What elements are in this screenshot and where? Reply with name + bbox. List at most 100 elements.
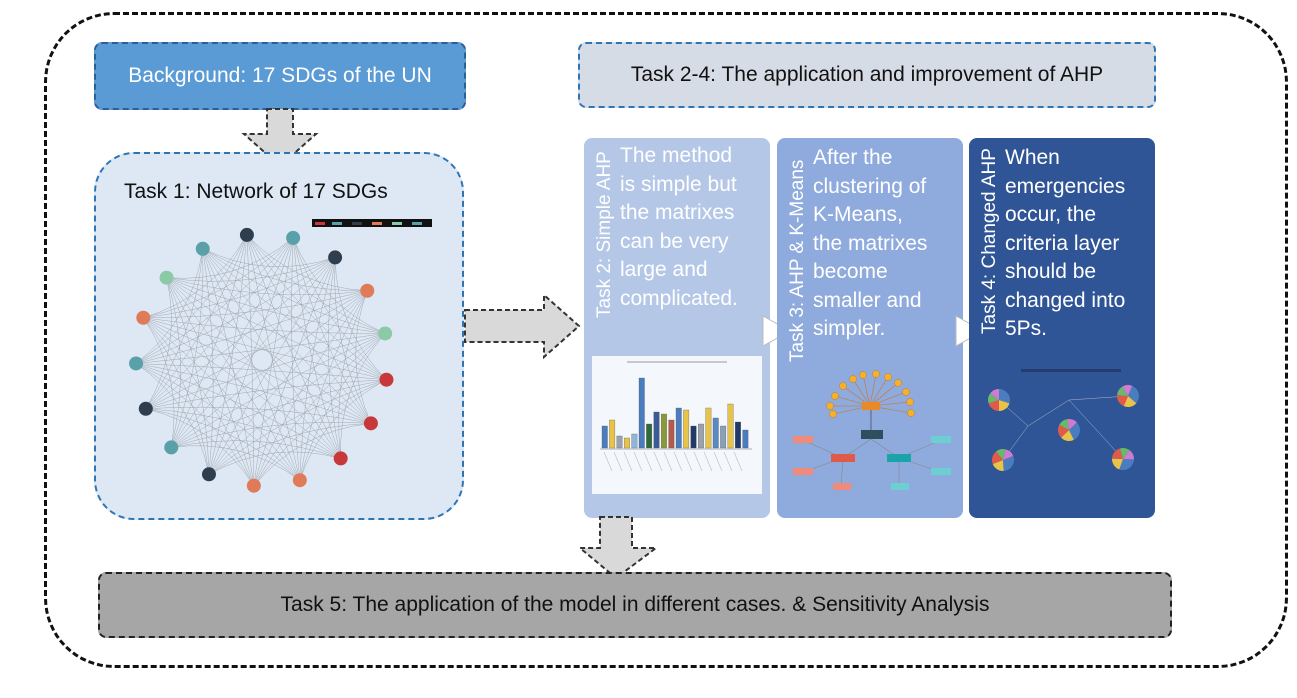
thumbnail-bar bbox=[609, 419, 616, 449]
text-line: changed into bbox=[1005, 288, 1126, 312]
panel-simple-ahp-label: Task 2: Simple AHP bbox=[594, 151, 615, 318]
panel-changed-ahp-text: When emergencies occur, the criteria lay… bbox=[1005, 144, 1125, 344]
network-node bbox=[360, 283, 375, 298]
task24-header: Task 2-4: The application and improvemen… bbox=[578, 42, 1156, 108]
pie-slice bbox=[1112, 448, 1123, 459]
thumbnail-bar bbox=[712, 417, 719, 449]
text-line: emergencies bbox=[1005, 174, 1126, 198]
thumbnail-bar bbox=[727, 403, 734, 449]
network-node bbox=[286, 230, 301, 245]
thumbnail-bar bbox=[646, 423, 653, 449]
panel-ahp-kmeans-label: Task 3: AHP & K-Means bbox=[787, 159, 808, 362]
pie-slice bbox=[1058, 424, 1069, 438]
text-line: should be bbox=[1005, 260, 1097, 283]
network-node bbox=[201, 467, 216, 482]
text-line: criteria layer bbox=[1005, 231, 1120, 255]
panel-changed-ahp: Task 4: Changed AHP When emergencies occ… bbox=[969, 138, 1155, 518]
text-line: 5Ps. bbox=[1005, 317, 1048, 340]
network-node bbox=[239, 227, 254, 242]
thumbnail-bar bbox=[653, 411, 660, 449]
text-line: The method bbox=[620, 144, 733, 167]
thumbnail-bar bbox=[698, 423, 704, 449]
network-node bbox=[129, 356, 144, 371]
network-node bbox=[195, 241, 210, 256]
text-line: is simple but bbox=[620, 172, 737, 196]
network-legend-bar bbox=[312, 219, 432, 227]
task24-label: Task 2-4: The application and improvemen… bbox=[630, 63, 1104, 86]
network-node bbox=[138, 401, 153, 416]
thumbnail-bar bbox=[705, 407, 712, 449]
outer-frame bbox=[44, 12, 1288, 668]
thumbnail-bar bbox=[742, 429, 749, 449]
thumbnail-bar bbox=[638, 377, 645, 449]
pie-charts-thumbnail bbox=[988, 369, 1139, 471]
pie-slice bbox=[996, 449, 1006, 460]
thumbnail-bar bbox=[683, 409, 690, 449]
pie-slice bbox=[1117, 386, 1128, 396]
network-node bbox=[292, 473, 307, 488]
panel-ahp-kmeans-text: After the clustering of K-Means, the mat… bbox=[813, 144, 927, 344]
text-line: the matrixes bbox=[813, 231, 928, 255]
pie-slice bbox=[1128, 385, 1139, 404]
network-edges bbox=[135, 234, 387, 486]
network-node bbox=[328, 250, 343, 265]
pie-slice bbox=[1123, 396, 1137, 407]
network-node bbox=[136, 310, 151, 325]
pie-slice bbox=[999, 389, 1010, 404]
pie-slice bbox=[1117, 395, 1128, 407]
pie-slice bbox=[988, 400, 999, 411]
text-line: K-Means, bbox=[813, 203, 903, 226]
triangle-arrow-1 bbox=[762, 315, 792, 347]
pie-slice bbox=[999, 400, 1010, 411]
pie-slice bbox=[1119, 459, 1134, 470]
thumbnail-bar bbox=[601, 425, 608, 449]
cluster-tree-thumbnail bbox=[793, 370, 951, 490]
background-box: Background: 17 SDGs of the UN bbox=[94, 42, 466, 110]
thumbnail-bar bbox=[624, 437, 630, 449]
pie-slice bbox=[992, 460, 1004, 471]
text-line: become bbox=[813, 260, 888, 283]
text-line: simpler. bbox=[813, 317, 886, 340]
background-label: Background: 17 SDGs of the UN bbox=[128, 64, 432, 87]
task1-box bbox=[94, 152, 464, 520]
thumbnail-bar bbox=[661, 413, 667, 449]
pie-slice bbox=[988, 393, 999, 404]
pie-slice bbox=[992, 451, 1003, 464]
pie-slice bbox=[1061, 430, 1074, 441]
thumbnail-bar bbox=[631, 433, 638, 449]
text-line: the matrixes bbox=[620, 201, 735, 224]
network-node bbox=[159, 270, 174, 285]
network-node bbox=[333, 451, 348, 466]
network-node bbox=[379, 372, 394, 387]
network-graph bbox=[129, 227, 394, 493]
arrow-down-1 bbox=[241, 108, 319, 168]
task5-label: Task 5: The application of the model in … bbox=[280, 593, 990, 616]
thumbnail-bar bbox=[690, 425, 697, 449]
thumbnail-bar bbox=[735, 421, 741, 449]
task5-box: Task 5: The application of the model in … bbox=[98, 572, 1172, 638]
thumbnail-bar bbox=[616, 435, 623, 449]
text-line: smaller and bbox=[813, 288, 922, 312]
text-line: After the bbox=[813, 146, 893, 169]
text-line: large and bbox=[620, 258, 708, 281]
network-node bbox=[246, 478, 261, 493]
pie-slice bbox=[1119, 448, 1130, 459]
pie-slice bbox=[990, 389, 999, 400]
panel-simple-ahp: Task 2: Simple AHP The method is simple … bbox=[584, 138, 770, 518]
network-node bbox=[378, 326, 393, 341]
network-node bbox=[164, 440, 179, 455]
panel-changed-ahp-label: Task 4: Changed AHP bbox=[979, 148, 1000, 334]
arrow-down-2 bbox=[577, 516, 659, 580]
thumbnail-bar bbox=[720, 425, 727, 449]
thumbnail-bars bbox=[601, 377, 749, 449]
panel-ahp-kmeans: Task 3: AHP & K-Means After the clusteri… bbox=[777, 138, 963, 518]
text-line: complicated. bbox=[620, 286, 738, 310]
network-node bbox=[363, 416, 378, 431]
pie-slice bbox=[1059, 419, 1069, 430]
text-line: occur, the bbox=[1005, 203, 1097, 226]
bar-chart-thumbnail bbox=[592, 356, 762, 494]
pie-slice bbox=[1122, 385, 1133, 396]
pie-slice bbox=[1067, 419, 1077, 430]
pie-slice bbox=[1069, 422, 1080, 440]
thumbnail-bar bbox=[675, 407, 682, 449]
